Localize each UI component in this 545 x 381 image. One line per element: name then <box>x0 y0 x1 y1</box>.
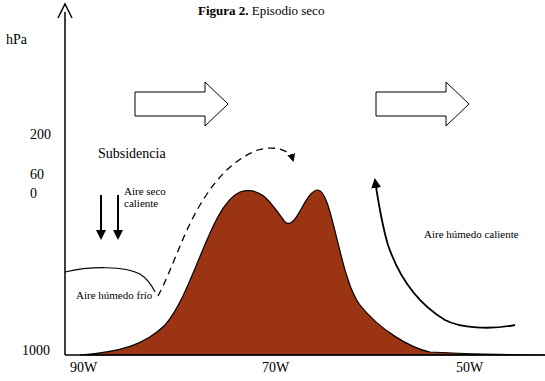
figure-title: Figura 2. Episodio seco <box>198 4 324 18</box>
mountain-range <box>80 190 545 355</box>
subsidence-arrow <box>100 195 102 238</box>
air-mass-label: Aire húmedo caliente <box>424 228 519 240</box>
y-axis <box>64 12 66 355</box>
axis-tick: 1000 <box>22 343 50 358</box>
air-mass-label: Aire húmedo frío <box>76 289 152 301</box>
moist-flow-arrow <box>375 180 515 328</box>
axis-tick: 50W <box>456 360 483 375</box>
axis-tick: 70W <box>262 360 289 375</box>
y-axis-arrow <box>58 4 72 18</box>
axis-tick: 90W <box>70 360 97 375</box>
x-axis <box>65 354 545 356</box>
wind-arrow <box>376 82 469 126</box>
wind-arrow <box>135 82 228 126</box>
axis-tick: 0 <box>30 186 37 201</box>
axis-tick: 200 <box>30 127 51 142</box>
process-label: Subsidencia <box>98 146 166 161</box>
dry-flow-arrow <box>158 148 293 296</box>
axis-tick: 60 <box>30 167 44 182</box>
cold-air-layer <box>65 268 155 292</box>
subsidence-arrow <box>117 195 119 238</box>
air-mass-label: Aire seco caliente <box>124 185 186 209</box>
axis-unit: hPa <box>6 32 27 47</box>
